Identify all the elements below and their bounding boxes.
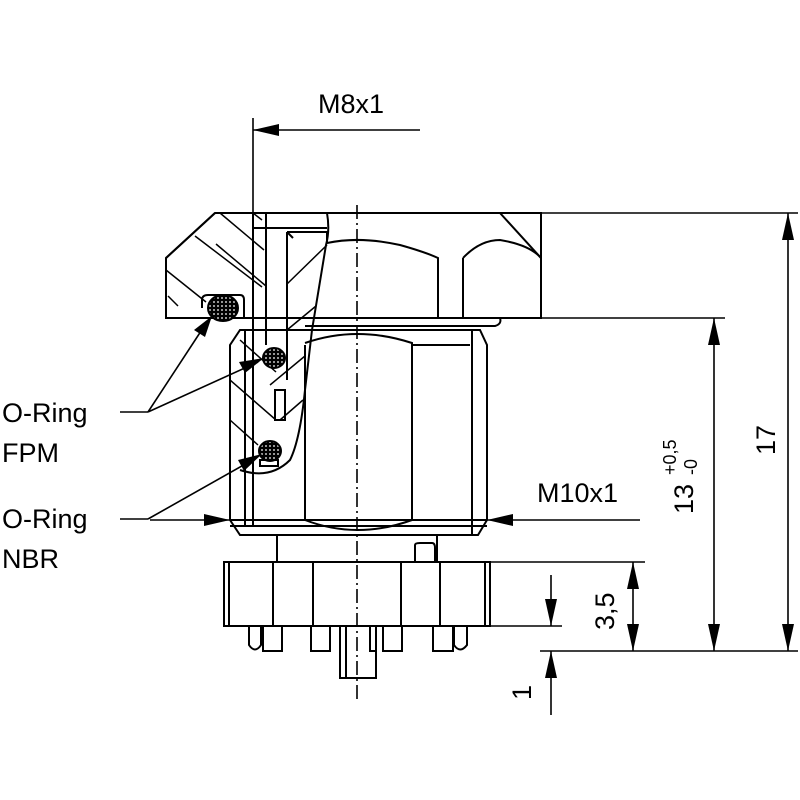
dim-overall-label: 17	[751, 425, 781, 455]
thread-body-label: M10x1	[537, 478, 618, 508]
oring-fpm-label-line2: FPM	[2, 438, 59, 468]
dim-body-tol-minus: -0	[681, 459, 701, 475]
oring-nbr	[258, 440, 282, 462]
contact-flange	[223, 535, 491, 679]
dim-13	[541, 317, 725, 651]
oring-nbr-label-line1: O-Ring	[2, 504, 88, 534]
dim-pin-label: 1	[507, 685, 537, 700]
oring-leaders	[120, 316, 264, 520]
dim-3-5	[490, 561, 645, 651]
sleeve-section	[215, 212, 330, 526]
dim-17	[540, 212, 798, 652]
dim-m10x1	[150, 514, 640, 526]
oring-fpm	[262, 347, 286, 369]
oring-fpm-label-line1: O-Ring	[2, 398, 88, 428]
dim-body-tol-plus: +0,5	[660, 439, 680, 475]
oring-cap	[207, 294, 239, 322]
dim-body-label: 13	[669, 484, 699, 514]
dim-flange-label: 3,5	[590, 592, 620, 630]
oring-nbr-label-line2: NBR	[2, 544, 59, 574]
dim-m8x1	[252, 118, 420, 213]
dim-1	[490, 575, 562, 715]
thread-top-label: M8x1	[318, 89, 384, 119]
